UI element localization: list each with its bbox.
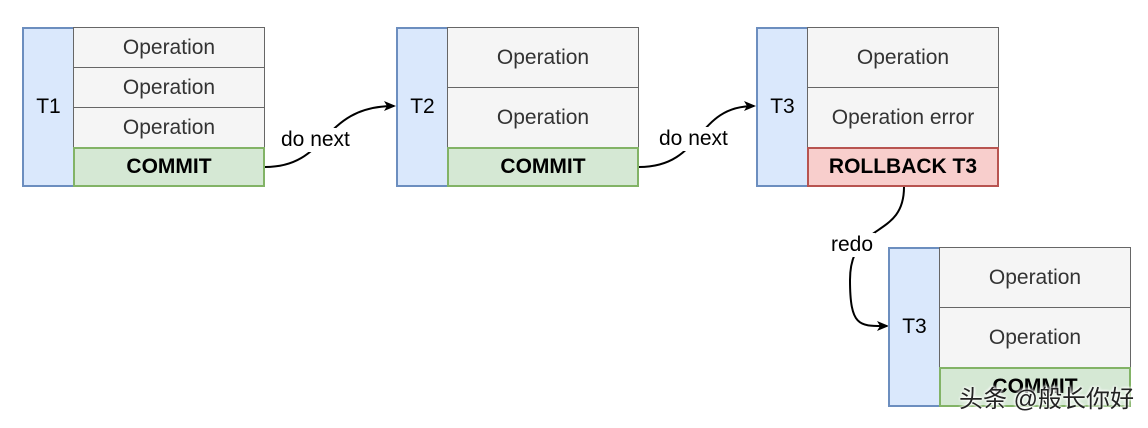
edge-t3-redo	[848, 186, 905, 332]
transaction-id-cell: T3	[756, 27, 809, 187]
rollback-cell: ROLLBACK T3	[807, 147, 999, 187]
operation-cell: Operation	[73, 27, 265, 68]
operation-cell: Operation	[447, 27, 639, 88]
commit-cell: COMMIT	[73, 147, 265, 187]
transaction-id-cell: T2	[396, 27, 449, 187]
edge-label-do-next: do next	[657, 127, 730, 151]
commit-cell: COMMIT	[447, 147, 639, 187]
transaction-id-cell: T3	[888, 247, 941, 407]
transaction-id: T1	[36, 95, 61, 118]
operation-cell: Operation	[73, 107, 265, 148]
edge-label-redo: redo	[829, 233, 876, 257]
transaction-id: T3	[902, 315, 927, 338]
watermark-text: 头条 @般长你好	[958, 386, 1134, 413]
transaction-id: T3	[770, 95, 795, 118]
operation-cell: Operation	[807, 27, 999, 88]
operation-error-cell: Operation error	[807, 87, 999, 148]
operation-cell: Operation	[939, 307, 1131, 368]
operation-cell: Operation	[73, 67, 265, 108]
operation-cell: Operation	[447, 87, 639, 148]
transaction-id-cell: T1	[22, 27, 75, 187]
edge-label-do-next: do next	[279, 128, 352, 152]
transaction-id: T2	[410, 95, 435, 118]
operation-cell: Operation	[939, 247, 1131, 308]
commit-cell: COMMIT	[939, 367, 1131, 407]
